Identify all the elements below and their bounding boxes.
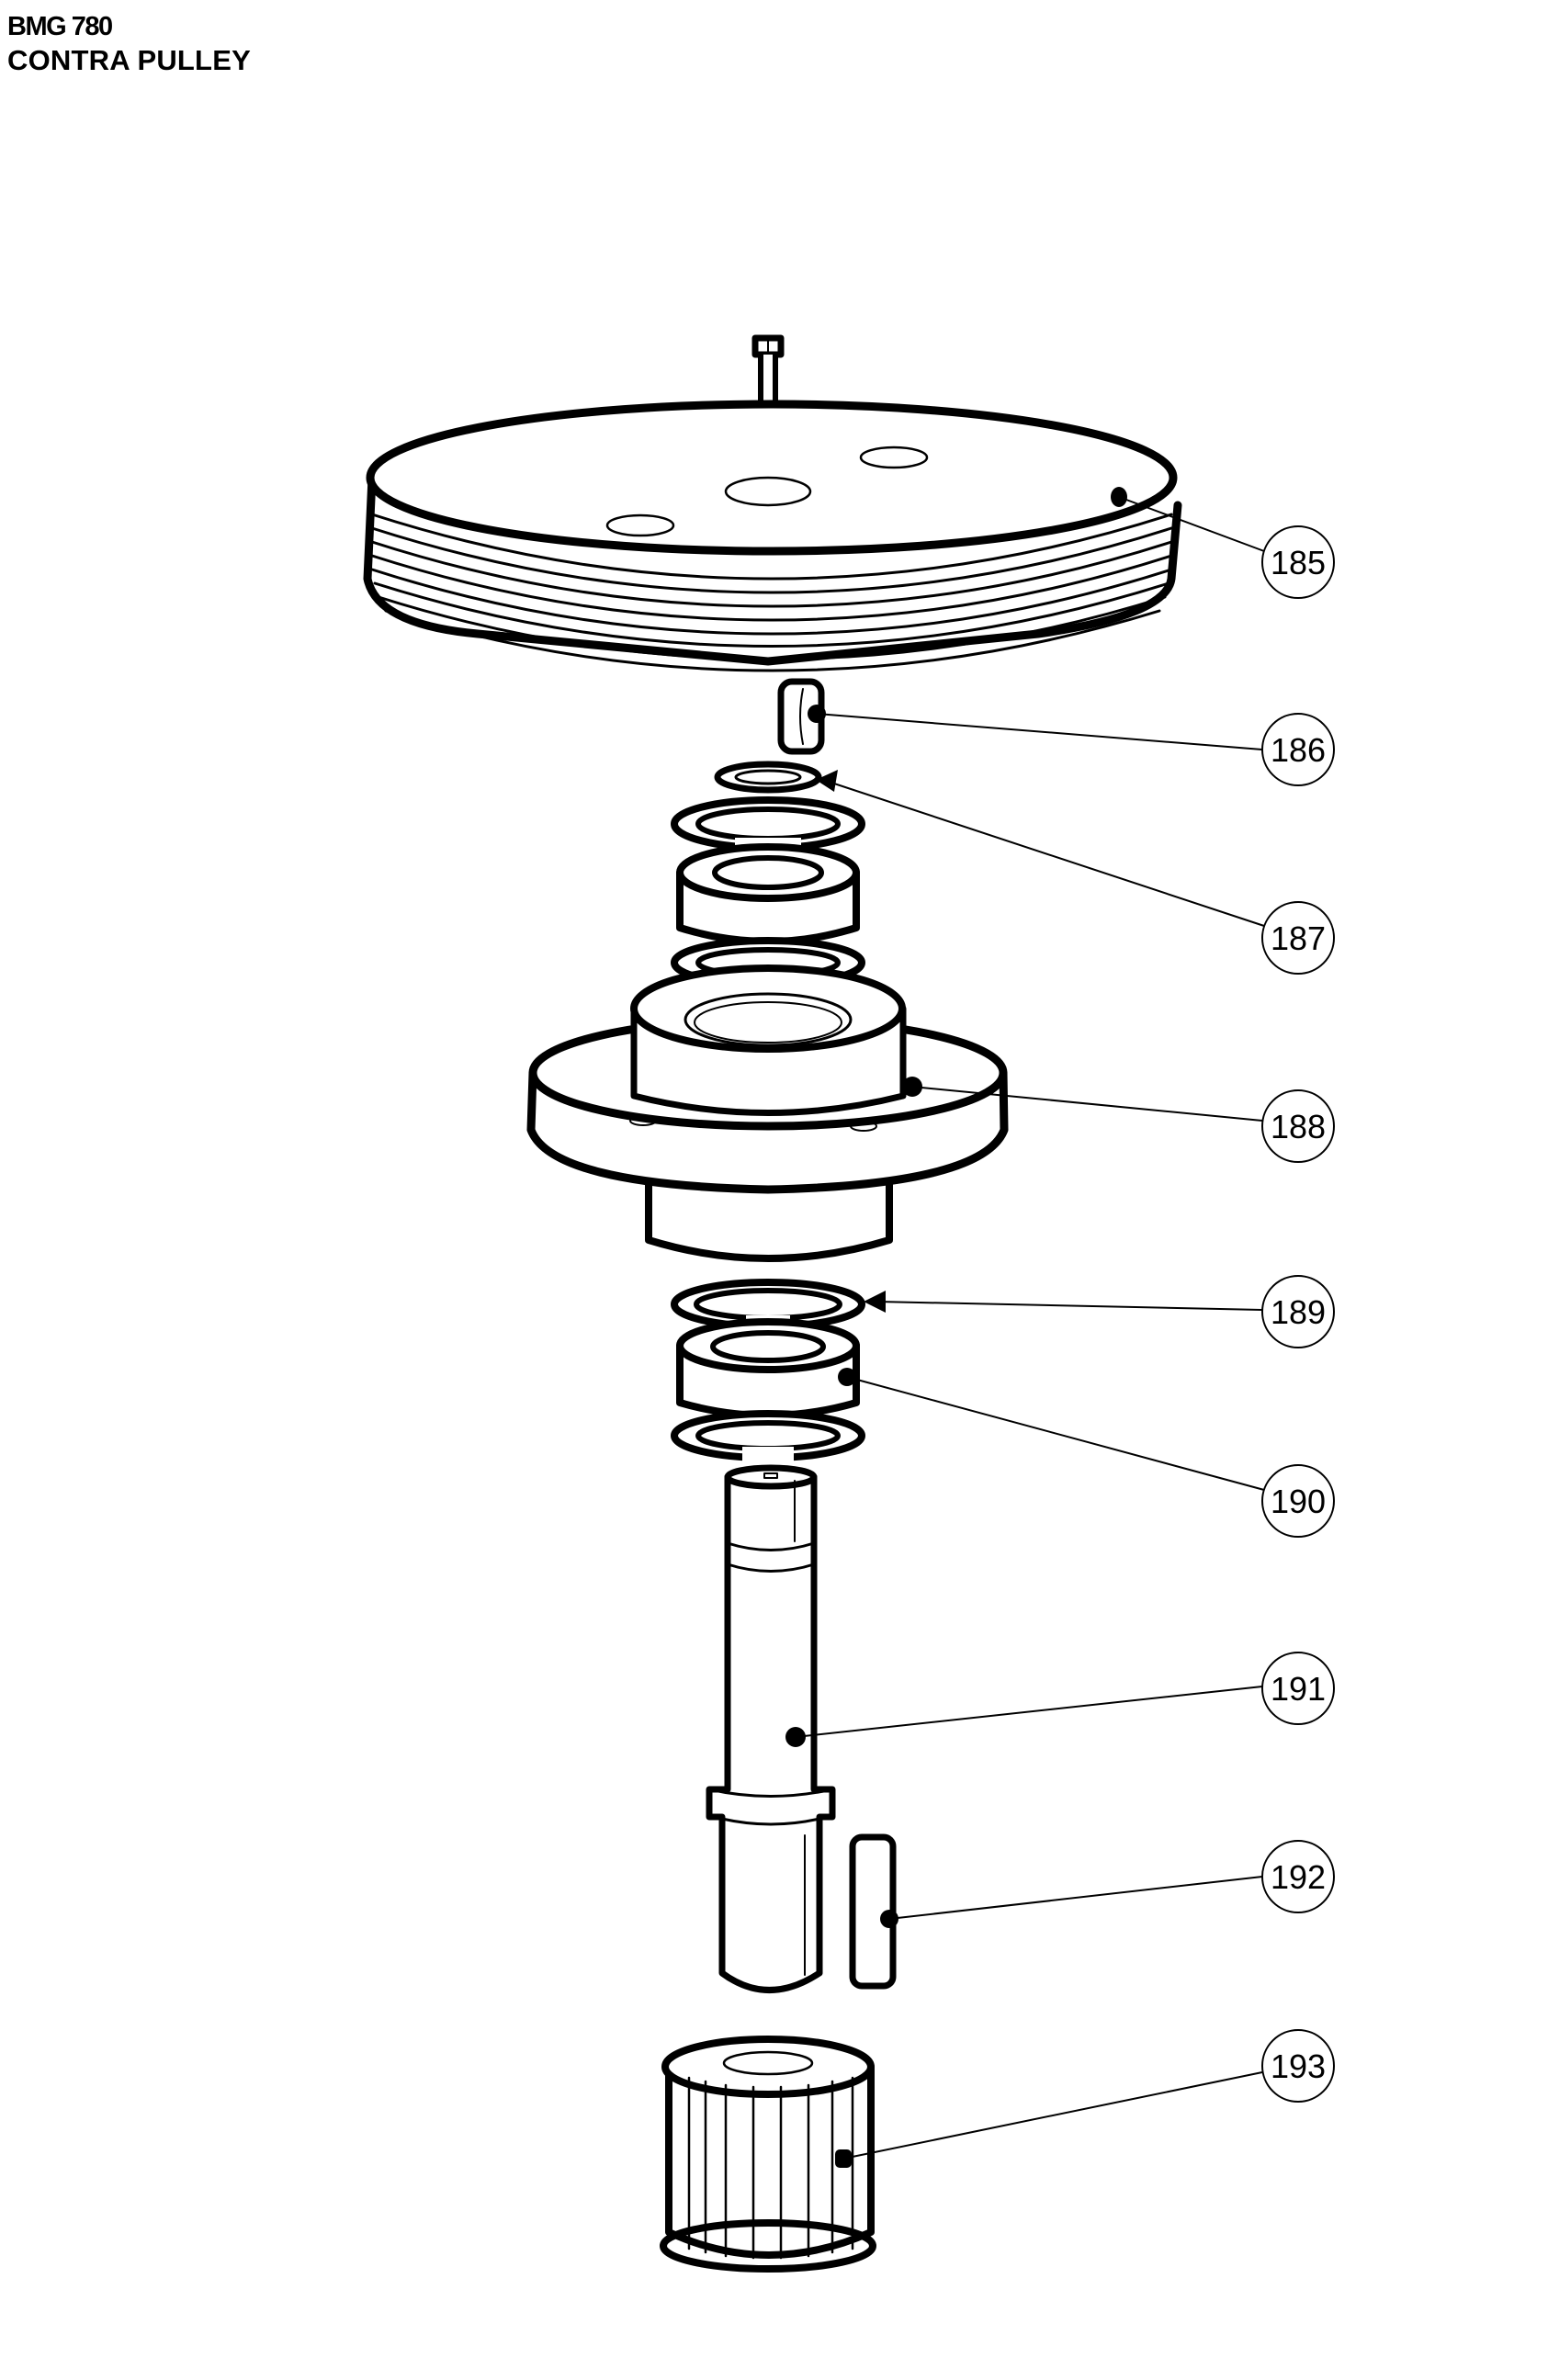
- circlip-187: [714, 761, 822, 794]
- upper-bearing: [676, 843, 860, 945]
- callout-189-label: 189: [1271, 1293, 1326, 1331]
- dot-192-icon: [880, 1910, 898, 1928]
- dot-186-icon: [808, 705, 826, 723]
- page-title: CONTRA PULLEY: [7, 44, 251, 76]
- toothed-pulley-193: [660, 2036, 876, 2273]
- shaft-191: [706, 1464, 836, 1993]
- bearing-190: [676, 1318, 860, 1419]
- callout-191-label: 191: [1271, 1670, 1326, 1708]
- callout-192[interactable]: 192: [1261, 1840, 1335, 1913]
- callout-193[interactable]: 193: [1261, 2029, 1335, 2103]
- housing-188: [526, 964, 1009, 1262]
- callout-186-label: 186: [1271, 731, 1326, 769]
- lower-retaining-ring: [671, 1410, 865, 1461]
- callout-192-label: 192: [1271, 1858, 1326, 1896]
- callout-190-label: 190: [1271, 1483, 1326, 1520]
- dot-188-icon: [902, 1077, 922, 1097]
- dot-191-icon: [785, 1727, 806, 1747]
- model-label: BMG 780: [7, 12, 113, 41]
- callout-185[interactable]: 185: [1261, 525, 1335, 599]
- leader-lines: [795, 496, 1265, 2160]
- callout-186[interactable]: 186: [1261, 713, 1335, 786]
- callout-185-label: 185: [1271, 544, 1326, 581]
- dot-193-icon: [835, 2149, 852, 2168]
- arrow-189-icon: [864, 1291, 886, 1313]
- callout-190[interactable]: 190: [1261, 1464, 1335, 1538]
- callout-188-label: 188: [1271, 1108, 1326, 1145]
- header: BMG 780 CONTRA PULLEY: [7, 11, 251, 79]
- dot-190-icon: [838, 1368, 856, 1386]
- callout-187-label: 187: [1271, 919, 1326, 957]
- dot-185-icon: [1111, 487, 1127, 507]
- callout-189[interactable]: 189: [1261, 1275, 1335, 1348]
- callout-193-label: 193: [1271, 2047, 1326, 2085]
- arrow-187-icon: [816, 770, 838, 792]
- pulley-185: [363, 400, 1182, 672]
- callout-balloons: 185 186 187 188 189 190 191 192: [1261, 525, 1335, 2103]
- callout-188[interactable]: 188: [1261, 1089, 1335, 1163]
- callout-191[interactable]: 191: [1261, 1652, 1335, 1725]
- upper-retaining-ring: [671, 796, 865, 852]
- callout-187[interactable]: 187: [1261, 901, 1335, 975]
- leader-dots: [785, 487, 1127, 2168]
